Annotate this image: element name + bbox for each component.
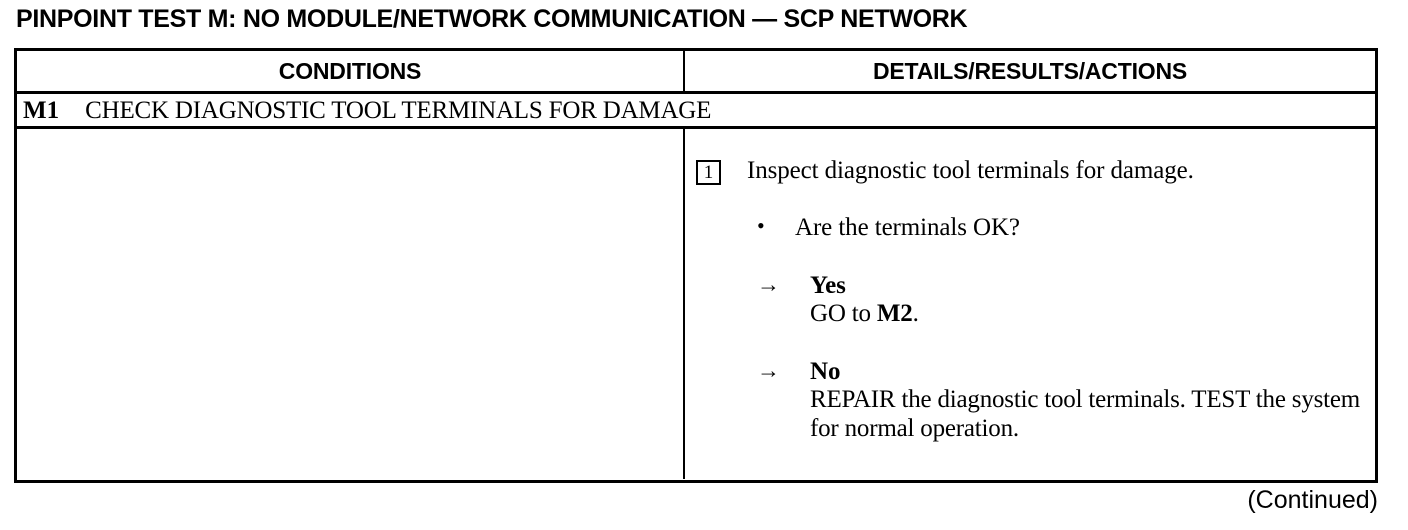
branch-yes-body: Yes GO to M2. — [810, 272, 1375, 329]
arrow-right-icon: → — [757, 271, 780, 297]
arrow-right-icon: → — [757, 358, 780, 383]
branch-yes-action-target: M2 — [876, 299, 913, 327]
step-title-label: CHECK DIAGNOSTIC TOOL TERMINALS FOR DAMA… — [85, 96, 712, 124]
step-instruction-line: 1 Inspect diagnostic tool terminals for … — [685, 129, 1375, 185]
column-header-details: DETAILS/RESULTS/ACTIONS — [873, 57, 1187, 84]
branch-no: → No REPAIR the diagnostic tool terminal… — [685, 328, 1375, 443]
branch-no-action: REPAIR the diagnostic tool terminals. TE… — [810, 386, 1370, 443]
step-title-row: M1 CHECK DIAGNOSTIC TOOL TERMINALS FOR D… — [17, 94, 1375, 129]
details-content: 1 Inspect diagnostic tool terminals for … — [685, 129, 1375, 443]
branch-no-action-prefix: REPAIR the diagnostic tool terminals. TE… — [810, 386, 1361, 442]
branch-yes-answer: Yes — [810, 271, 846, 299]
question-bullet-line: • Are the terminals OK? — [685, 185, 1375, 242]
branch-no-body: No REPAIR the diagnostic tool terminals.… — [810, 358, 1375, 443]
step-number-box: 1 — [696, 160, 721, 185]
step-instruction-text: Inspect diagnostic tool terminals for da… — [747, 157, 1194, 184]
continued-label: (Continued) — [1247, 486, 1378, 514]
column-header-conditions: CONDITIONS — [17, 51, 685, 91]
bullet-icon: • — [757, 213, 765, 238]
page-title: PINPOINT TEST M: NO MODULE/NETWORK COMMU… — [16, 5, 968, 33]
branch-yes-action-prefix: GO to — [810, 299, 877, 327]
table-body-row: 1 Inspect diagnostic tool terminals for … — [17, 129, 1375, 479]
pinpoint-test-table: CONDITIONS DETAILS/RESULTS/ACTIONS M1 CH… — [14, 48, 1378, 483]
branch-yes-action-suffix: . — [912, 299, 919, 327]
table-header-row: CONDITIONS DETAILS/RESULTS/ACTIONS — [17, 51, 1375, 94]
step-id-label: M1 — [23, 96, 60, 124]
branch-yes-action: GO to M2. — [810, 300, 1370, 329]
details-cell: 1 Inspect diagnostic tool terminals for … — [685, 129, 1375, 479]
branch-no-answer: No — [810, 358, 841, 385]
question-text: Are the terminals OK? — [795, 214, 1020, 241]
conditions-cell — [17, 129, 685, 479]
branch-yes: → Yes GO to M2. — [685, 242, 1375, 329]
